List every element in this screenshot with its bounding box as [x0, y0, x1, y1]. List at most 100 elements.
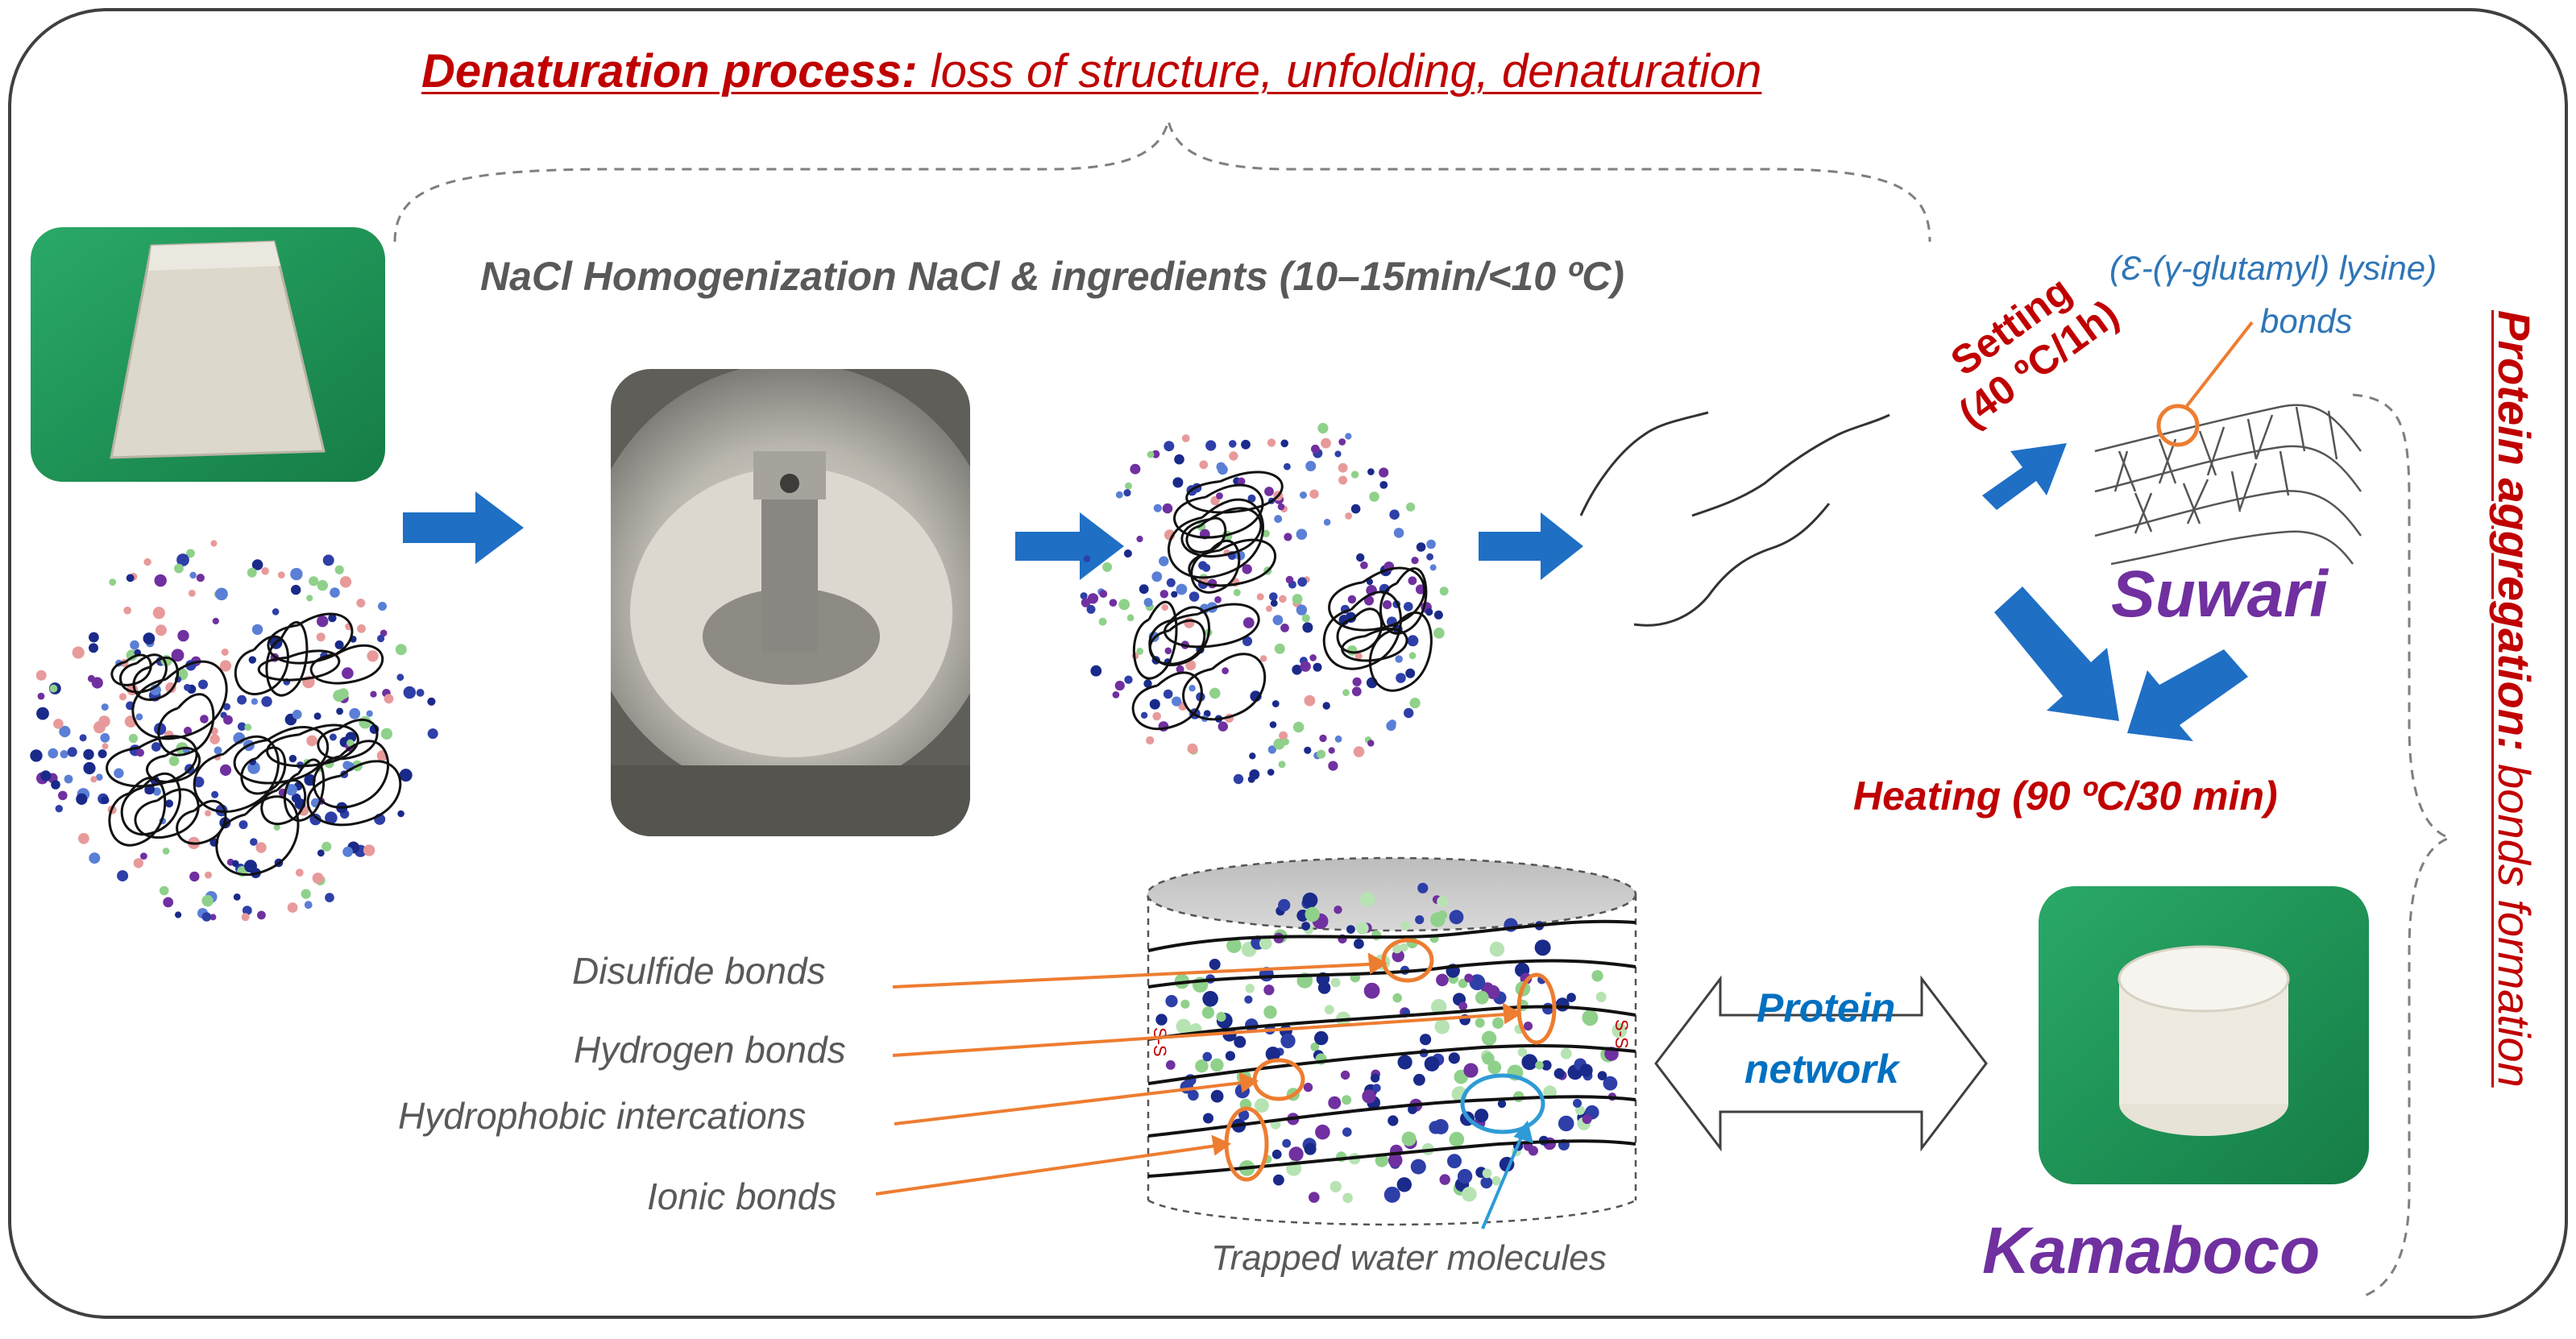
molecule-dot — [306, 735, 317, 747]
molecule-dot — [1439, 587, 1449, 596]
molecule-dot — [342, 846, 353, 857]
molecule-dot — [1354, 652, 1363, 660]
molecule-dot — [1582, 1114, 1592, 1125]
molecule-dot — [1296, 604, 1308, 616]
molecule-dot — [342, 761, 352, 770]
molecule-dot — [152, 787, 161, 796]
molecule-dot — [1099, 590, 1108, 598]
molecule-dot — [1124, 675, 1133, 684]
protein-coil — [193, 735, 280, 813]
molecule-dot — [334, 640, 344, 649]
molecule-dot — [1265, 1047, 1280, 1062]
molecule-dot — [244, 860, 257, 873]
molecule-dot — [89, 632, 99, 643]
molecule-dot — [223, 703, 230, 711]
molecule-dot — [1360, 892, 1375, 907]
molecule-dot — [1393, 528, 1404, 538]
protein-coil — [260, 779, 307, 825]
molecule-dot — [1375, 1154, 1389, 1167]
molecule-dot — [1302, 892, 1318, 908]
molecule-dot — [1292, 594, 1303, 604]
glutamyl-pointer — [2185, 321, 2254, 408]
molecule-dot — [1334, 450, 1342, 458]
molecule-dot — [1199, 460, 1209, 470]
native-protein-cluster — [30, 540, 438, 922]
molecule-dot — [1449, 910, 1464, 925]
molecule-dot — [1469, 974, 1486, 991]
molecule-dot — [1558, 1115, 1574, 1132]
molecule-dot — [1410, 1159, 1426, 1175]
molecule-dot — [1210, 1089, 1224, 1103]
molecule-dot — [1342, 1127, 1352, 1137]
molecule-dot — [1153, 504, 1162, 512]
molecule-dot — [1242, 636, 1253, 647]
disulfide-bonds-label: Disulfide bonds — [572, 950, 826, 992]
molecule-dot — [1431, 999, 1447, 1015]
molecule-dot — [163, 897, 174, 908]
hydrophobic-interactions-label: Hydrophobic intercations — [398, 1095, 807, 1137]
molecule-dot — [1263, 1005, 1277, 1019]
molecule-dot — [349, 707, 361, 719]
arrow-2 — [1015, 512, 1124, 580]
molecule-dot — [1591, 970, 1603, 982]
protein-network-cylinder: S-S S-S — [1146, 856, 1637, 1226]
molecule-dot — [1305, 906, 1320, 922]
molecule-dot — [37, 692, 45, 700]
molecule-dot — [159, 885, 169, 896]
molecule-dot — [1575, 1105, 1585, 1115]
molecule-dot — [1458, 1001, 1468, 1011]
molecule-dot — [1396, 673, 1406, 683]
molecule-dot — [1313, 662, 1322, 672]
glutamyl-label-line2: bonds — [2260, 302, 2353, 340]
molecule-dot — [317, 579, 328, 591]
protein-coil — [1180, 507, 1263, 558]
molecule-dot — [231, 860, 239, 868]
protein-coil — [1131, 671, 1203, 731]
molecule-dot — [188, 590, 196, 597]
arrow-3 — [1479, 512, 1583, 580]
molecule-dot — [1209, 687, 1221, 699]
molecule-dot — [339, 576, 352, 588]
molecule-dot — [1140, 711, 1148, 719]
molecule-dot — [1535, 1061, 1544, 1070]
molecule-dot — [1284, 462, 1291, 471]
molecule-dot — [250, 838, 258, 846]
molecule-dot — [40, 770, 52, 781]
protein-coil — [146, 746, 201, 783]
molecule-dot — [201, 894, 214, 907]
molecule-dot — [1300, 661, 1311, 672]
protein-coil — [265, 621, 309, 697]
diagram-title: Denaturation process: loss of structure,… — [421, 48, 1761, 95]
molecule-dot — [1278, 898, 1291, 912]
molecule-dot — [1125, 482, 1132, 490]
molecule-dot — [48, 748, 59, 759]
molecule-dot — [1436, 973, 1449, 987]
molecule-dot — [363, 844, 375, 856]
molecule-dot — [198, 679, 208, 690]
molecule-dot — [328, 613, 337, 623]
molecule-dot — [1420, 1034, 1432, 1046]
molecule-dot — [1301, 922, 1310, 931]
molecule-dot — [1603, 1076, 1618, 1091]
molecule-dot — [210, 540, 218, 547]
molecule-dot — [1126, 614, 1135, 622]
molecule-dot — [151, 742, 161, 752]
molecule-dot — [1237, 477, 1246, 486]
mixer-photo — [611, 369, 970, 836]
molecule-dot — [1217, 464, 1228, 475]
molecule-dot — [1404, 602, 1413, 611]
molecule-dot — [329, 733, 337, 741]
molecule-dot — [1205, 440, 1217, 451]
molecule-dot — [1426, 553, 1433, 561]
molecule-dot — [1080, 592, 1088, 600]
molecule-dot — [309, 813, 321, 826]
molecule-dot — [1310, 1043, 1320, 1051]
protein-coil — [257, 649, 341, 682]
molecule-dot — [330, 587, 340, 598]
molecule-dot — [1334, 735, 1342, 743]
molecule-dot — [1273, 1174, 1284, 1186]
protein-coil — [1132, 600, 1178, 680]
molecule-dot — [1282, 1138, 1292, 1148]
molecule-dot — [201, 912, 212, 922]
molecule-dot — [257, 910, 266, 920]
